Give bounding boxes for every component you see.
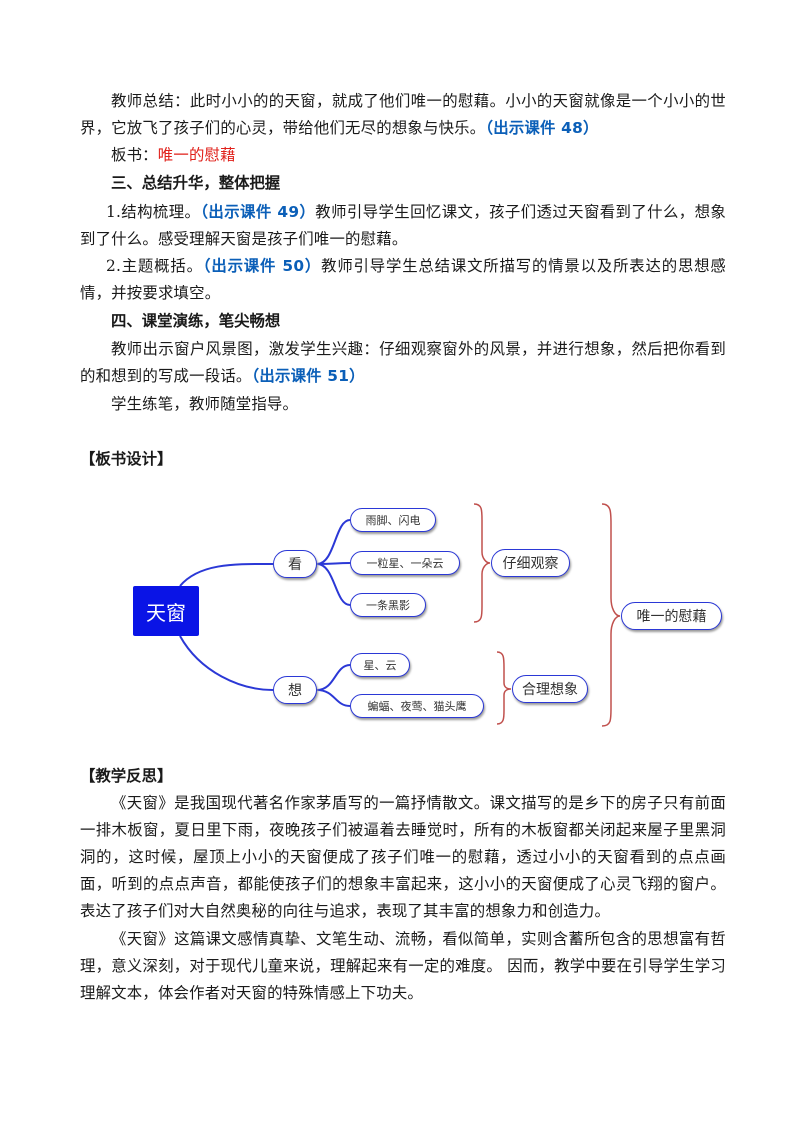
board-note: 板书：唯一的慰藉: [111, 146, 236, 164]
courseware-ref-48: （出示课件 48）: [485, 119, 599, 137]
courseware-ref-51: （出示课件 51）: [251, 367, 365, 385]
brace-think: [496, 651, 512, 725]
structure-item: 1.结构梳理。（出示课件 49）教师引导学生回忆课文，孩子们透过天窗看到了什么，…: [80, 203, 726, 248]
connector-see-1: [316, 519, 351, 565]
courseware-ref-49: （出示课件 49）: [200, 203, 316, 221]
mindmap-node-see: 看: [273, 550, 317, 578]
mindmap-leaf-rain-lightning: 雨脚、闪电: [350, 508, 436, 532]
mindmap-leaf-star-cloud: 一粒星、一朵云: [350, 551, 460, 575]
connector-root-think: [179, 635, 274, 691]
courseware-ref-50: （出示课件 50）: [202, 257, 322, 275]
connector-see-3: [316, 563, 351, 606]
mindmap-leaf-shadow: 一条黑影: [350, 593, 426, 617]
reflection-paragraph-1: 《天窗》是我国现代著名作家茅盾写的一篇抒情散文。课文描写的是乡下的房子只有前面一…: [80, 794, 726, 920]
board-mindmap: 天窗 看 想 雨脚、闪电 一粒星、一朵云 一条黑影 星、云 蝙蝠、夜莺、猫头鹰 …: [0, 490, 800, 730]
mindmap-connectors: [179, 503, 621, 727]
mindmap-leaf-night-creatures: 蝙蝠、夜莺、猫头鹰: [350, 694, 484, 718]
brace-final: [601, 503, 621, 727]
mindmap-summary-imagine: 合理想象: [512, 675, 588, 703]
mindmap-node-think: 想: [273, 676, 317, 704]
summary-paragraph: 教师总结：此时小小的的天窗，就成了他们唯一的慰藉。小小的天窗就像是一个小小的世界…: [80, 92, 726, 137]
board-note-value: 唯一的慰藉: [157, 146, 236, 164]
connector-think-1: [316, 664, 351, 691]
mindmap-root-skylight: 天窗: [133, 586, 199, 636]
reflection-title: 【教学反思】: [80, 767, 173, 785]
connector-think-2: [316, 689, 351, 707]
guide-paragraph: 学生练笔，教师随堂指导。: [111, 395, 299, 413]
mindmap-leaf-stars-clouds: 星、云: [350, 653, 410, 677]
practice-paragraph: 教师出示窗户风景图，激发学生兴趣：仔细观察窗外的风景，并进行想象，然后把你看到的…: [80, 340, 726, 385]
theme-item: 2.主题概括。（出示课件 50）教师引导学生总结课文所描写的情景以及所表达的思想…: [80, 257, 726, 302]
brace-see: [473, 503, 491, 623]
reflection-paragraph-2: 《天窗》这篇课文感情真挚、文笔生动、流畅，看似简单，实则含蓄所包含的思想富有哲理…: [80, 930, 726, 1002]
mindmap-summary-observe: 仔细观察: [491, 549, 570, 577]
connector-root-see: [179, 562, 274, 587]
mindmap-final-comfort: 唯一的慰藉: [621, 602, 722, 630]
connector-see-2: [316, 562, 351, 565]
section-heading-3: 三、总结升华，整体把握: [111, 174, 281, 192]
board-design-title: 【板书设计】: [80, 450, 173, 468]
section-heading-4: 四、课堂演练，笔尖畅想: [111, 312, 281, 330]
